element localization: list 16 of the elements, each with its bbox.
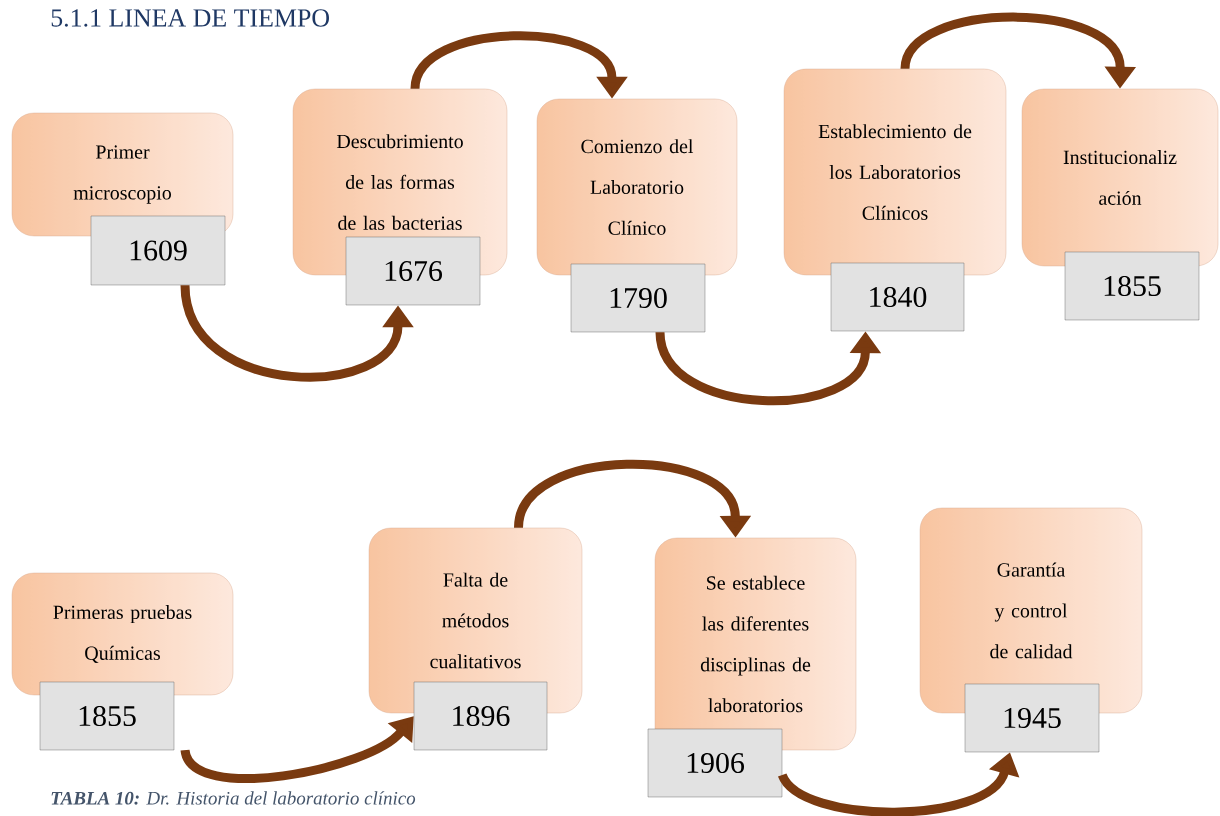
event-box: Se establece las diferentes disciplinas de laboratorios (654, 537, 857, 751)
year-box: 1790 (570, 263, 706, 333)
year-box: 1896 (413, 681, 548, 751)
year-box: 1945 (964, 683, 1100, 753)
event-box: Comienzo del Laboratorio Clínico (536, 98, 738, 276)
year-box: 1676 (345, 236, 481, 306)
caption: TABLA 10: Dr. Historia del laboratorio clínico (51, 791, 416, 805)
year-box: 1840 (830, 262, 965, 332)
year-box: 1855 (1064, 251, 1200, 321)
year-box: 1906 (647, 728, 783, 798)
year-box: 1855 (39, 681, 175, 751)
year-box: 1609 (90, 215, 226, 286)
title: 5.1.1 LINEA DE TIEMPO (51, 9, 329, 27)
event-box: Establecimiento de los Laboratorios Clínicos (783, 68, 1007, 276)
event-box: Institucionaliz ación (1021, 88, 1219, 267)
event-box: Primeras pruebas Químicas (11, 572, 234, 696)
